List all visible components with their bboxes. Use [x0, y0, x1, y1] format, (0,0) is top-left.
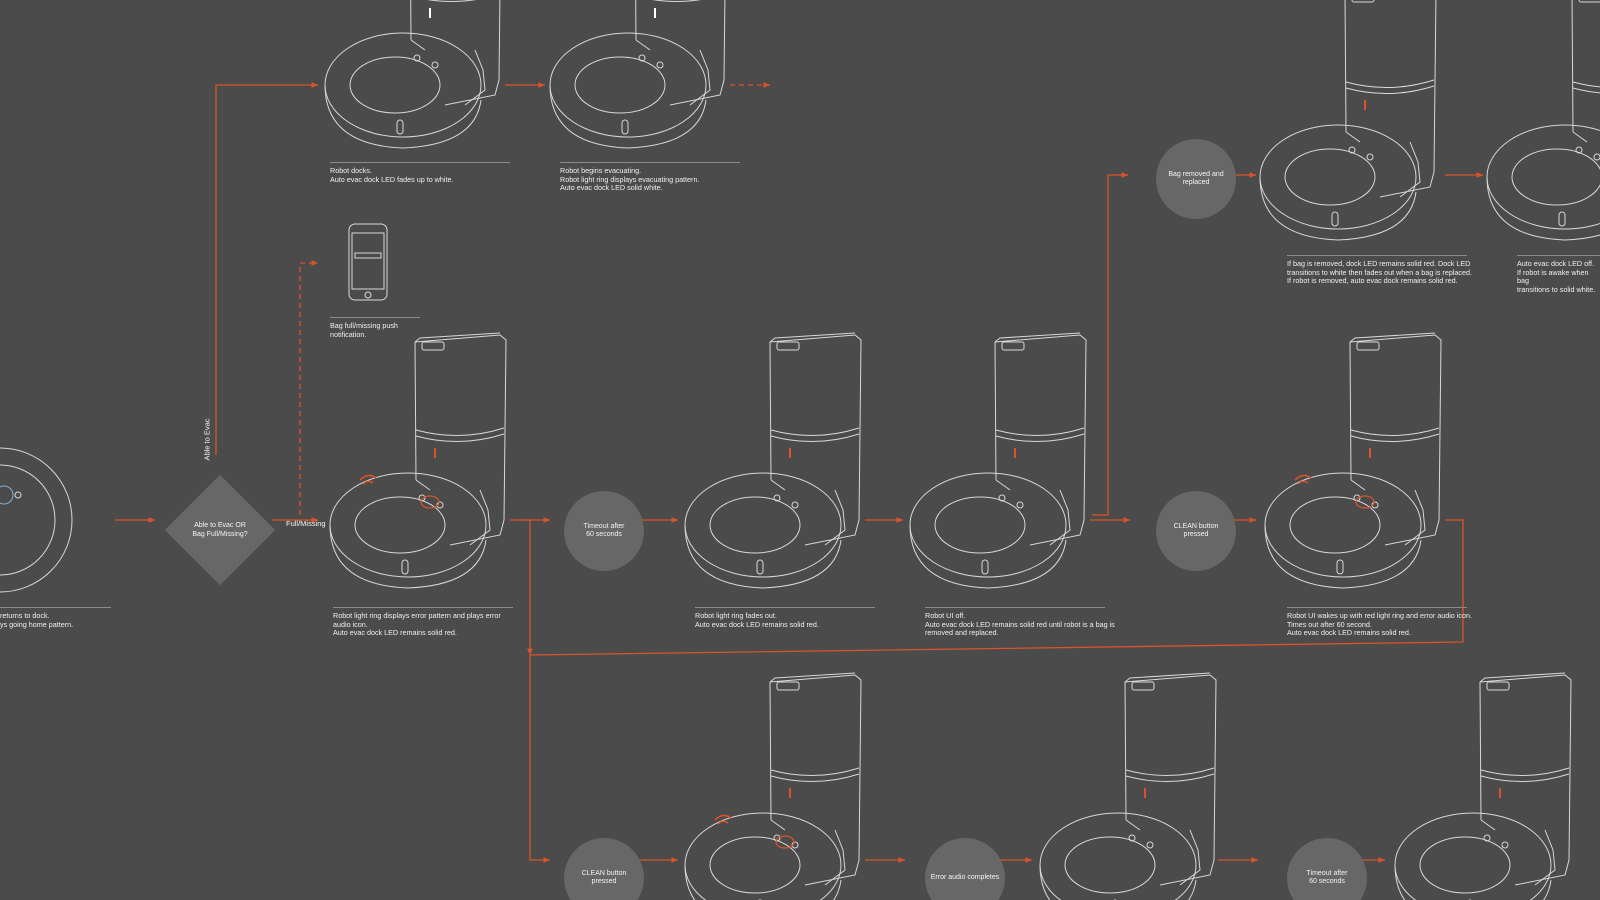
flow-connector	[520, 519, 533, 655]
decision-text: Able to Evac OR Bag Full/Missing?	[192, 522, 248, 538]
robot-dock-illustration	[1259, 0, 1437, 241]
robot-dock-illustration	[324, 0, 501, 149]
caption-rule	[1287, 607, 1467, 608]
robot-dock-illustration	[1394, 672, 1572, 900]
robot-dock-illustration	[684, 332, 862, 589]
branch-label-able-to-evac: Able to Evac	[202, 418, 212, 461]
caption-evacuating: Robot begins evacuating. Robot light rin…	[560, 166, 700, 193]
caption-bag-removed: If bag is removed, dock LED remains soli…	[1287, 259, 1472, 286]
caption-returns: returns to dock. ys going home pattern.	[0, 611, 74, 629]
push-notification-banner	[354, 252, 382, 259]
node-bag-removed-replaced: Bag removed and replaced	[1156, 139, 1236, 219]
robot-dock-illustration	[1039, 672, 1217, 900]
robot-dock-illustration	[1264, 332, 1442, 589]
robot-dock-illustration	[1486, 0, 1600, 241]
caption-rule	[1517, 255, 1600, 256]
flow-arrow	[215, 82, 318, 455]
caption-rule	[333, 607, 513, 608]
home-button-icon	[14, 491, 22, 499]
robot-dock-illustration	[909, 332, 1087, 589]
node-clean-pressed-1: CLEAN button pressed	[1156, 491, 1236, 571]
phone-home-button	[364, 291, 372, 299]
branch-label-full-missing: Full/Missing	[286, 519, 326, 528]
caption-push: Bag full/missing push notification.	[330, 321, 398, 339]
caption-led-off: Auto evac dock LED off. If robot is awak…	[1517, 259, 1596, 294]
robot-top-view-inner	[0, 464, 56, 576]
node-timeout-2: Timeout after 60 seconds	[1287, 838, 1367, 900]
flow-arrow	[299, 260, 318, 515]
caption-wakes: Robot UI wakes up with red light ring an…	[1287, 611, 1472, 638]
robot-top-view	[0, 447, 73, 593]
caption-rule	[925, 607, 1105, 608]
caption-rule	[560, 162, 740, 163]
caption-rule	[330, 162, 510, 163]
flow-arrow	[529, 519, 1464, 863]
phone-icon	[348, 223, 388, 301]
node-timeout-1: Timeout after 60 seconds	[564, 491, 644, 571]
caption-fades: Robot light ring fades out. Auto evac do…	[695, 611, 819, 629]
caption-ui-off: Robot UI off. Auto evac dock LED remains…	[925, 611, 1115, 638]
flow-arrow	[1092, 172, 1128, 516]
caption-rule	[330, 317, 420, 318]
caption-docks: Robot docks. Auto evac dock LED fades up…	[330, 166, 454, 184]
node-clean-pressed-2: CLEAN button pressed	[564, 838, 644, 900]
caption-rule	[0, 607, 111, 608]
caption-error: Robot light ring displays error pattern …	[333, 611, 501, 638]
robot-dock-illustration	[684, 672, 862, 900]
robot-dock-illustration	[549, 0, 726, 149]
robot-dock-illustration	[329, 332, 507, 589]
clean-button-icon	[0, 485, 14, 505]
caption-rule	[695, 607, 875, 608]
phone-screen	[351, 232, 385, 290]
node-error-audio: Error audio completes	[925, 838, 1005, 900]
caption-rule	[1287, 255, 1467, 256]
